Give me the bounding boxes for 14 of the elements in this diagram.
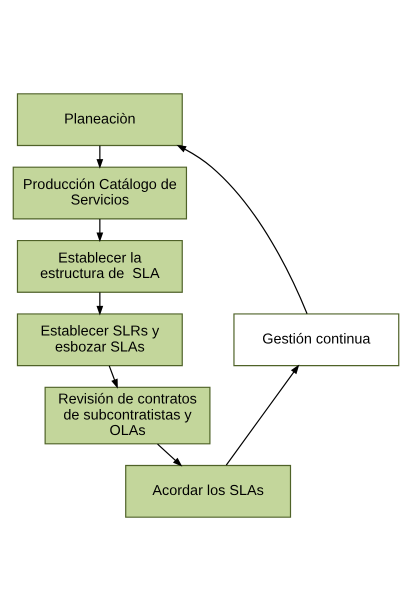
node-box: Gestión continua xyxy=(233,313,400,366)
arrow xyxy=(176,144,308,314)
node-box: Producción Catálogo de Servicios xyxy=(12,166,188,220)
node-box: Planeaciòn xyxy=(16,93,183,146)
node-box: Establecer la estructura de SLA xyxy=(16,240,183,293)
arrow xyxy=(96,292,104,316)
node-box: Revisión de contratos de subcontratistas y OLAs xyxy=(44,386,211,444)
arrow xyxy=(226,364,300,466)
arrow xyxy=(157,444,182,467)
arrow xyxy=(96,146,104,169)
node-box: Establecer SLRs y esbozar SLAs xyxy=(16,313,183,366)
node-box: Acordar los SLAs xyxy=(125,464,292,518)
arrow xyxy=(96,219,104,242)
arrow xyxy=(108,366,118,389)
